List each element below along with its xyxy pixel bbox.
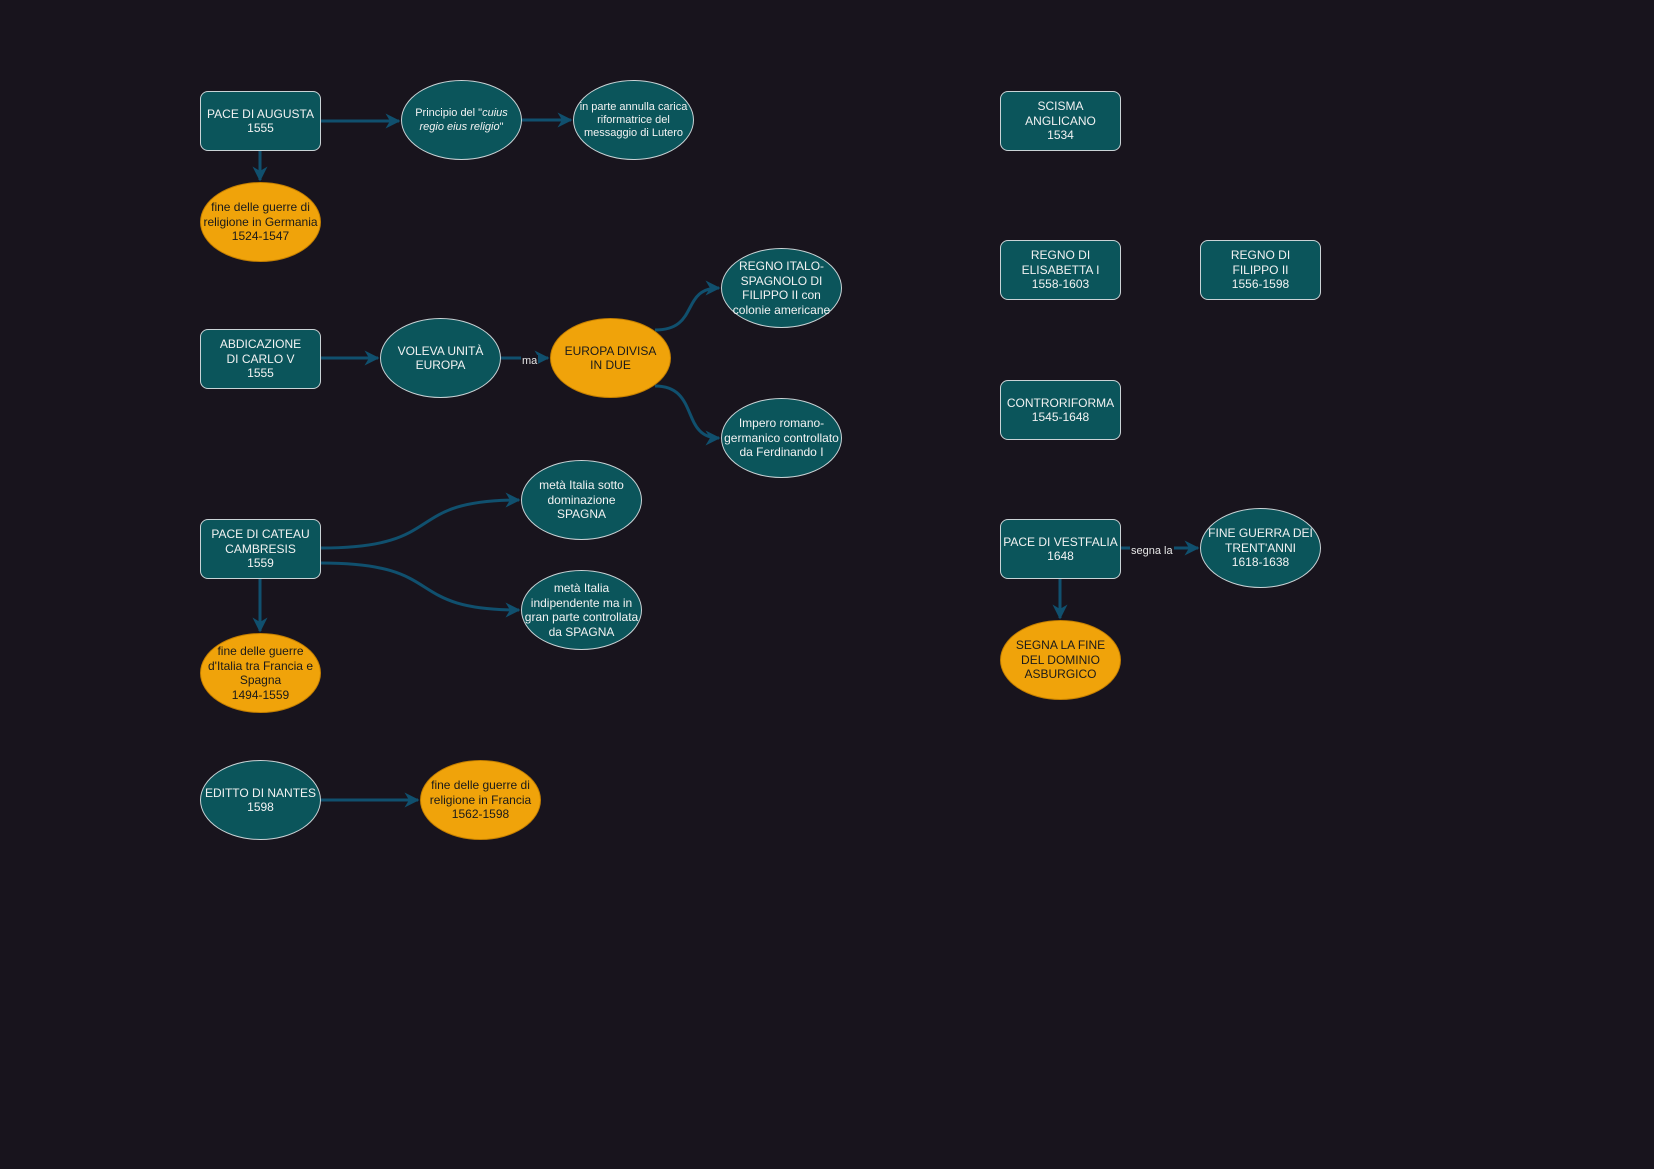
node-text: IN DUE (590, 358, 631, 372)
text-prefix: Principio del " (415, 106, 483, 119)
node-text: ELISABETTA I (1021, 262, 1100, 277)
node-text: colonie americane (732, 302, 831, 317)
node-text: 1648 (1047, 549, 1074, 563)
node-impero[interactable]: Impero romano- germanico controllato da … (721, 398, 842, 478)
node-text: ANGLICANO (1025, 113, 1096, 128)
node-text: REGNO ITALO- (738, 259, 825, 273)
node-segna-fine[interactable]: SEGNA LA FINE DEL DOMINIO ASBURGICO (1000, 620, 1121, 700)
node-text: 1562-1598 (451, 807, 510, 822)
node-text: da SPAGNA (548, 624, 615, 639)
edge-cateau-indip (320, 561, 521, 618)
node-meta-sotto[interactable]: metà Italia sotto dominazione SPAGNA (521, 460, 642, 540)
node-text: 1618-1638 (1231, 555, 1290, 570)
node-text: fine delle guerre di (431, 778, 530, 793)
node-text: 1555 (247, 121, 274, 135)
node-fine-germania[interactable]: fine delle guerre di religione in German… (200, 182, 321, 262)
node-elisabetta[interactable]: REGNO DI ELISABETTA I 1558-1603 (1000, 240, 1121, 300)
edge-cateau-sotto (320, 492, 521, 550)
node-text: FINE GUERRA DEI (1208, 526, 1313, 541)
text-italic: regio eius religio (419, 121, 500, 133)
node-text: Spagna (239, 673, 282, 687)
node-text: EUROPA (415, 358, 466, 372)
node-text: DI CARLO V (226, 351, 295, 366)
node-text: PACE DI CATEAU (211, 527, 310, 542)
node-text: metà Italia sotto (539, 478, 624, 493)
node-text: regio eius religio" (419, 120, 503, 135)
node-voleva[interactable]: VOLEVA UNITÀ EUROPA (380, 318, 501, 398)
node-text: germanico controllato (724, 430, 839, 445)
node-text: 1598 (247, 800, 274, 814)
edge-label-ma: ma (521, 355, 539, 367)
node-abdicazione[interactable]: ABDICAZIONE DI CARLO V 1555 (200, 329, 321, 389)
node-fine-francia[interactable]: fine delle guerre di religione in Franci… (420, 760, 541, 840)
node-text: fine delle guerre di (211, 200, 310, 215)
node-meta-indip[interactable]: metà Italia indipendente ma in gran part… (521, 570, 642, 650)
node-text: ASBURGICO (1024, 667, 1097, 682)
node-text: Principio del "cuius (415, 106, 508, 121)
node-controriforma[interactable]: CONTRORIFORMA 1545-1648 (1000, 380, 1121, 440)
node-text: SCISMA (1037, 99, 1084, 114)
node-text: TRENT'ANNI (1225, 540, 1296, 555)
node-text: EDITTO DI NANTES (204, 785, 317, 800)
node-text: in parte annulla carica (579, 100, 688, 113)
node-text: dominazione (547, 492, 616, 507)
node-in-parte[interactable]: in parte annulla carica riformatrice del… (573, 80, 694, 160)
node-text: DEL DOMINIO (1021, 652, 1100, 667)
node-fine-italia[interactable]: fine delle guerre d'Italia tra Francia e… (200, 633, 321, 713)
node-text: metà Italia (553, 581, 610, 595)
node-text: indipendente ma in (530, 595, 633, 610)
node-text: VOLEVA UNITÀ (397, 343, 484, 358)
node-principio[interactable]: Principio del "cuius regio eius religio" (401, 80, 522, 160)
text-suffix: " (499, 121, 504, 133)
node-text: SPAGNA (556, 507, 607, 522)
node-pace-augusta[interactable]: PACE DI AUGUSTA 1555 (200, 91, 321, 151)
node-text: religione in Francia (429, 792, 532, 807)
node-text: da Ferdinando I (739, 445, 824, 460)
node-text: REGNO DI (1030, 248, 1091, 263)
node-text: 1494-1559 (231, 687, 290, 702)
node-text: 1555 (247, 366, 274, 381)
node-text: 1558-1603 (1031, 277, 1090, 292)
node-text: 1534 (1047, 128, 1074, 143)
node-text: 1545-1648 (1031, 410, 1090, 424)
node-text: 1524-1547 (231, 229, 290, 244)
node-text: EUROPA DIVISA (564, 343, 657, 358)
node-vestfalia[interactable]: PACE DI VESTFALIA 1648 (1000, 519, 1121, 579)
node-text: CONTRORIFORMA (1006, 395, 1115, 410)
node-fine-trent[interactable]: FINE GUERRA DEI TRENT'ANNI 1618-1638 (1200, 508, 1321, 588)
node-europa-divisa[interactable]: EUROPA DIVISA IN DUE (550, 318, 671, 398)
edge-label-segna-la: segna la (1130, 545, 1174, 557)
node-text: religione in Germania (203, 214, 318, 229)
node-text: d'Italia tra Francia e (207, 658, 313, 673)
node-text: gran parte controllata (524, 610, 639, 624)
node-text: PACE DI VESTFALIA (1003, 534, 1118, 549)
node-text: FILIPPO II (1232, 262, 1289, 277)
node-text: ABDICAZIONE (219, 337, 302, 352)
node-text: SEGNA LA FINE (1015, 638, 1106, 653)
node-pace-cateau[interactable]: PACE DI CATEAU CAMBRESIS 1559 (200, 519, 321, 579)
node-regno-italo[interactable]: REGNO ITALO- SPAGNOLO DI FILIPPO II con … (721, 248, 842, 328)
node-text: PACE DI AUGUSTA (207, 106, 314, 121)
node-text: riformatrice del (597, 113, 670, 126)
edge-europa-impero (654, 384, 721, 446)
node-text: messaggio di Lutero (583, 126, 684, 139)
node-scisma[interactable]: SCISMA ANGLICANO 1534 (1000, 91, 1121, 151)
node-editto[interactable]: EDITTO DI NANTES 1598 (200, 760, 321, 840)
node-text: 1556-1598 (1231, 277, 1290, 292)
node-text: 1559 (247, 556, 274, 571)
text-italic: cuius (482, 106, 508, 119)
node-text: REGNO DI (1230, 248, 1291, 263)
node-text: FILIPPO II con (742, 288, 821, 302)
node-filippo[interactable]: REGNO DI FILIPPO II 1556-1598 (1200, 240, 1321, 300)
node-text: fine delle guerre (217, 644, 304, 658)
edge-europa-regno (654, 280, 721, 332)
node-text: CAMBRESIS (225, 541, 296, 556)
node-text: SPAGNOLO DI (740, 273, 823, 288)
node-text: Impero romano- (738, 416, 825, 431)
